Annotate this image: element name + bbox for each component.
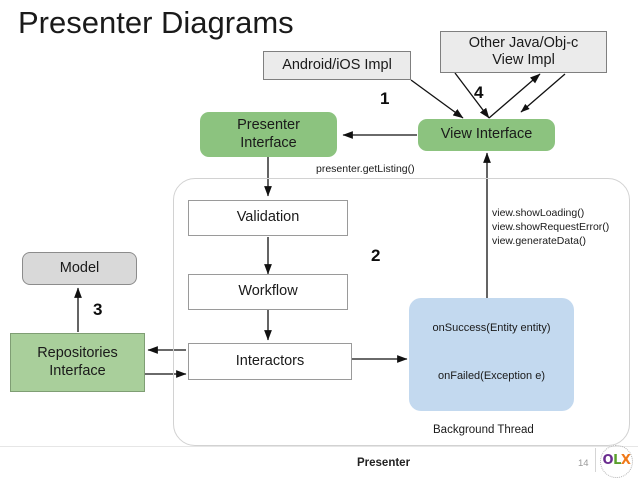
node-android-ios-impl-label: Android/iOS Impl (282, 56, 392, 73)
olx-logo-letter-o: O (602, 453, 614, 468)
node-repositories-interface-line2: Interface (49, 362, 106, 379)
olx-logo-text: OLX (600, 453, 633, 468)
callback-on-failed: onFailed(Exception e) (437, 370, 545, 382)
node-other-view-impl[interactable]: Other Java/Obj-c View Impl (440, 31, 607, 73)
olx-logo-letter-l: L (613, 453, 621, 468)
node-validation-label: Validation (236, 209, 300, 226)
node-presenter-interface[interactable]: Presenter Interface (200, 112, 337, 157)
olx-logo-letter-x: X (620, 453, 631, 468)
arrow-android-to-view (410, 79, 464, 119)
node-other-view-impl-line2: View Impl (492, 52, 555, 68)
background-thread-caption: Background Thread (433, 424, 534, 436)
node-android-ios-impl[interactable]: Android/iOS Impl (263, 51, 411, 80)
footer-title: Presenter (357, 457, 411, 469)
page-number: 14 (578, 458, 589, 469)
annotation-presenter-get-listing: presenter.getListing() (316, 163, 415, 175)
node-background-thread-callbacks[interactable]: onSuccess(Entity entity) onFailed(Except… (409, 298, 574, 411)
node-validation[interactable]: Validation (188, 200, 348, 236)
node-other-view-impl-line1: Other Java/Obj-c (468, 34, 579, 51)
node-repositories-interface-line1: Repositories (37, 345, 118, 362)
node-model-label: Model (59, 259, 100, 276)
callback-on-success: onSuccess(Entity entity) (432, 322, 551, 334)
olx-logo-ring (600, 445, 633, 478)
node-interactors[interactable]: Interactors (188, 343, 352, 380)
node-presenter-interface-line1: Presenter (237, 117, 300, 134)
node-workflow-label: Workflow (238, 283, 298, 300)
arrow-view-to-otherimpl-a (488, 73, 541, 119)
annotation-view-show-loading: view.showLoading() (492, 207, 585, 219)
node-view-interface[interactable]: View Interface (418, 119, 555, 151)
footer-divider (0, 446, 638, 447)
node-model[interactable]: Model (22, 252, 137, 285)
step-number-3: 3 (93, 300, 103, 319)
annotation-view-generate-data: view.generateData() (492, 235, 586, 247)
step-number-4: 4 (474, 83, 484, 102)
arrow-otherimpl-to-view (454, 72, 490, 119)
olx-logo: OLX (600, 445, 633, 478)
step-number-2: 2 (371, 246, 381, 265)
presenter-layer-container (173, 178, 630, 446)
step-number-1: 1 (380, 89, 390, 108)
node-presenter-interface-line2: Interface (240, 134, 297, 151)
node-view-interface-label: View Interface (440, 126, 533, 143)
page-title: Presenter Diagrams (18, 5, 294, 40)
footer-vertical-divider (595, 448, 596, 472)
annotation-view-show-request-error: view.showRequestError() (492, 221, 610, 233)
node-workflow[interactable]: Workflow (188, 274, 348, 310)
arrow-view-to-otherimpl-b (520, 73, 566, 113)
node-repositories-interface[interactable]: Repositories Interface (10, 333, 145, 392)
node-interactors-label: Interactors (235, 352, 305, 369)
